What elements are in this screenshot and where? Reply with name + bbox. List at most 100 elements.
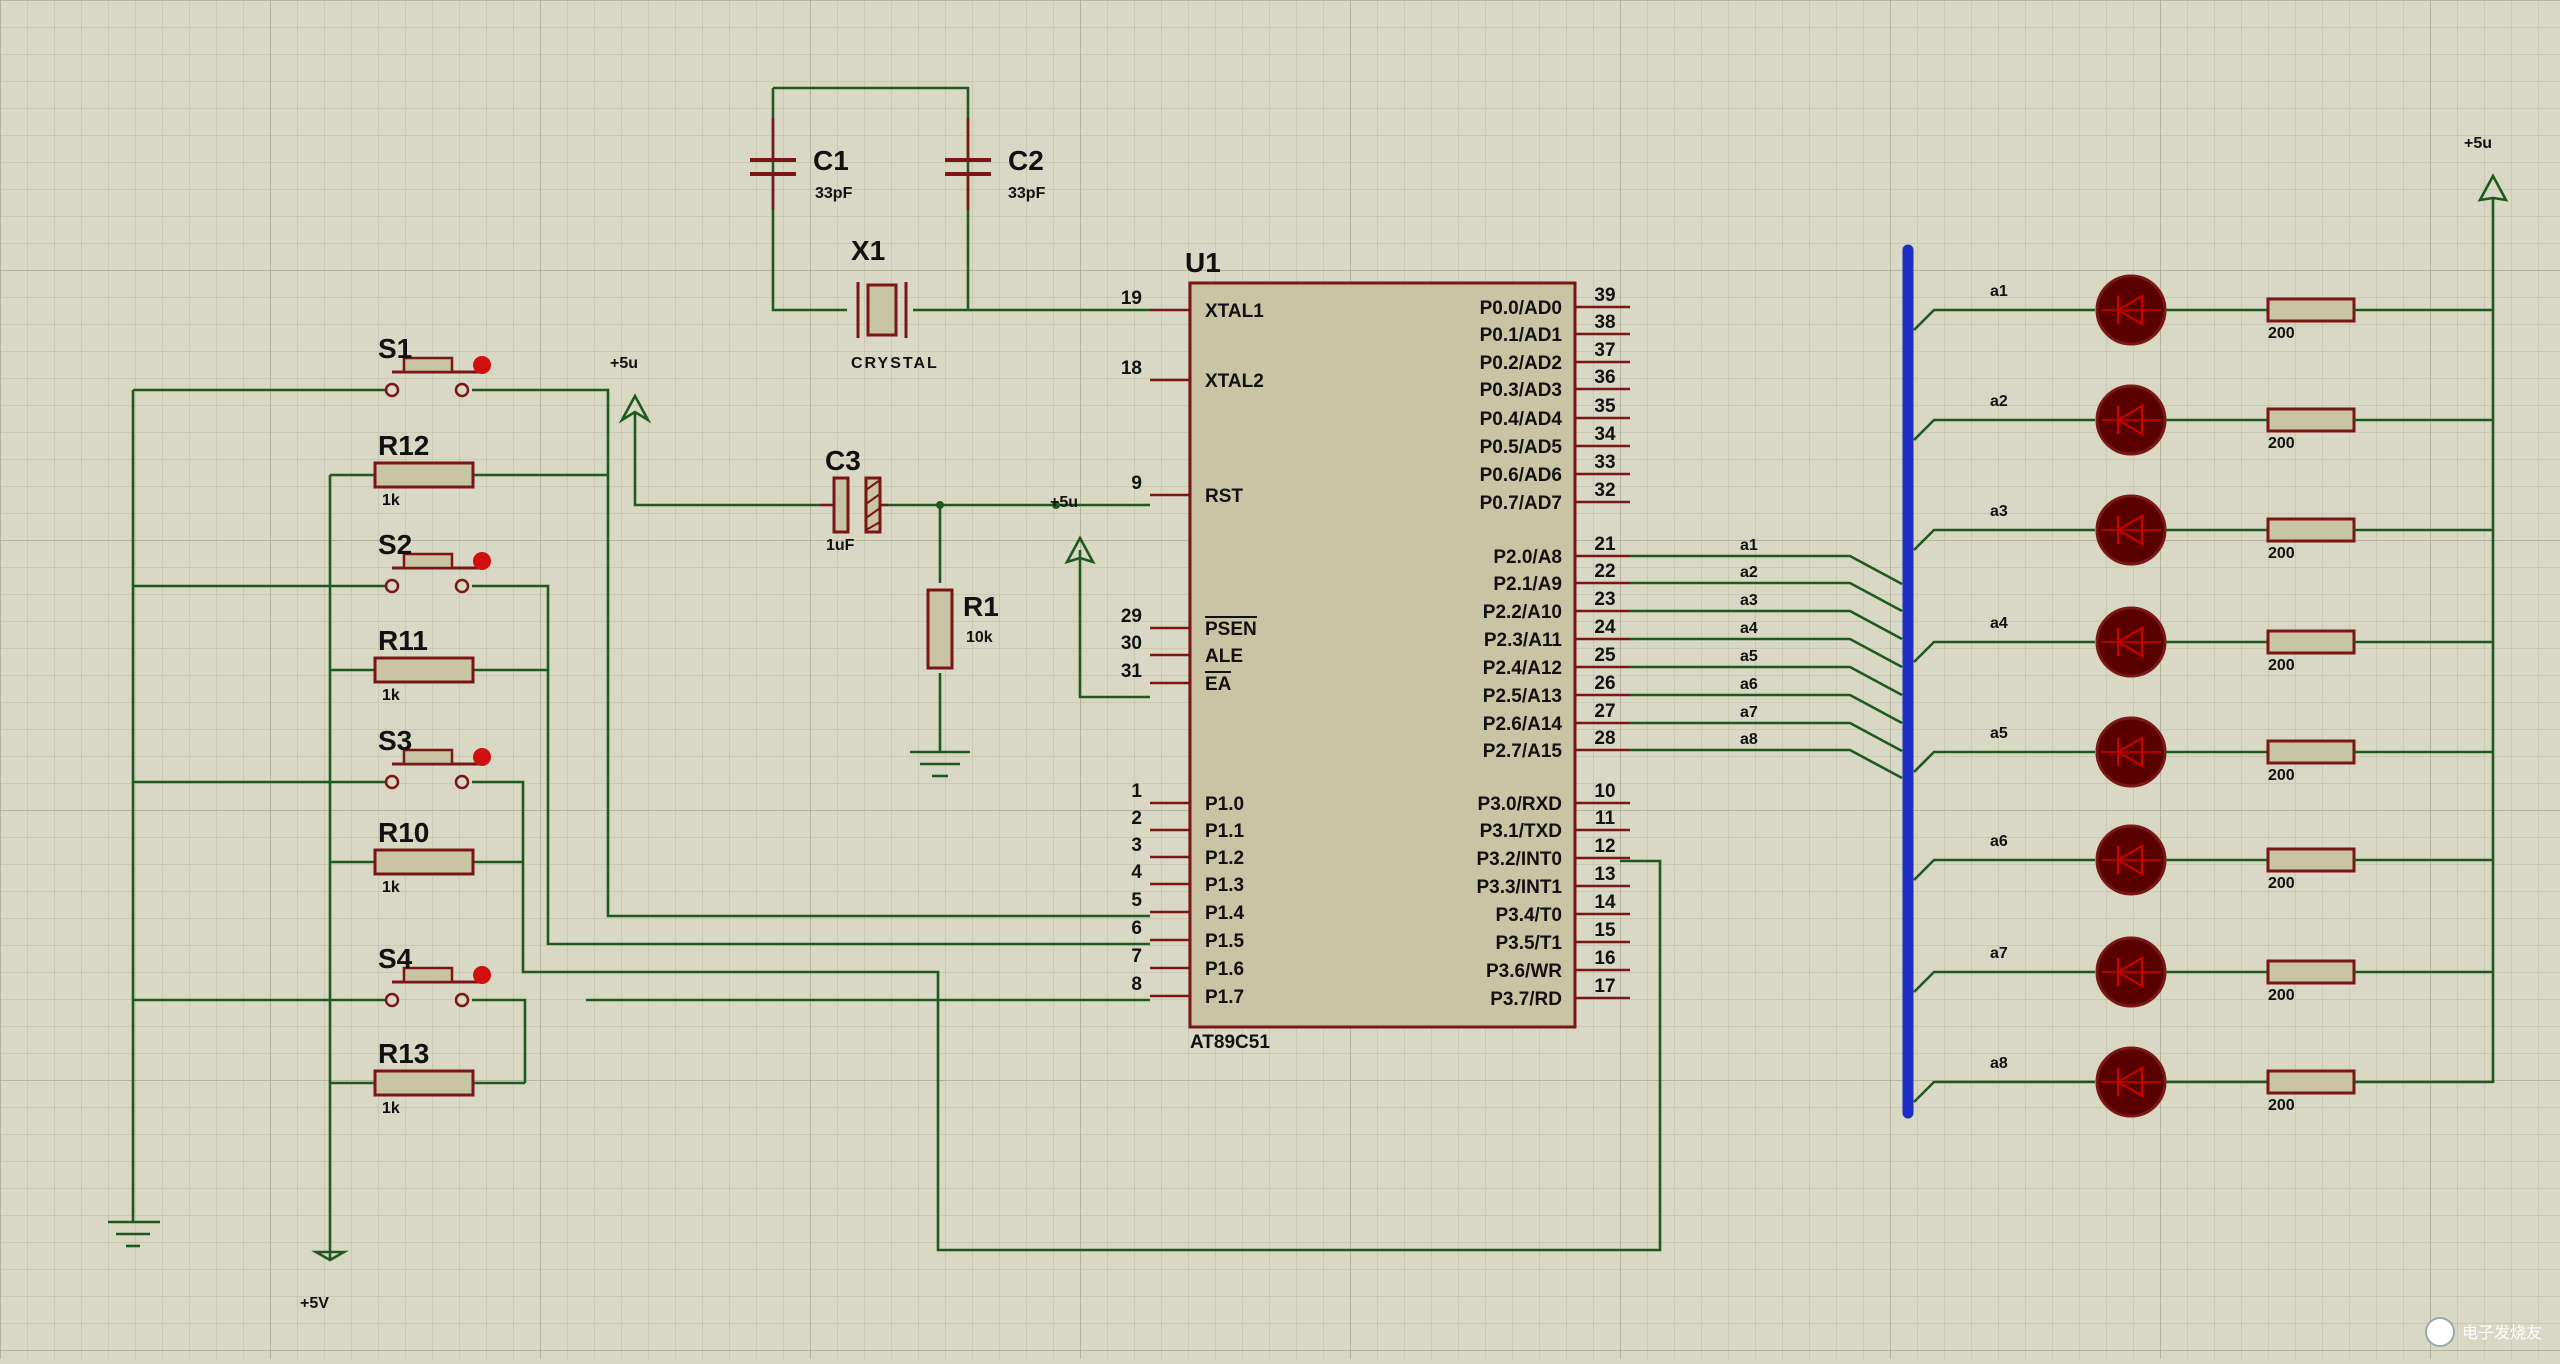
led-6[interactable]	[2095, 824, 2167, 896]
pin-name: P0.7/AD7	[1480, 493, 1562, 514]
led-resistor[interactable]	[2266, 1069, 2356, 1095]
pulldown-resistor[interactable]	[373, 1069, 475, 1097]
c1-ref: C1	[813, 145, 849, 176]
pin-name: P1.5	[1205, 931, 1245, 952]
pin-number: 28	[1594, 728, 1615, 749]
bus-entry-wire	[1630, 665, 1903, 697]
led-3[interactable]	[2095, 494, 2167, 566]
pin-name: P1.6	[1205, 959, 1244, 980]
pin-number: 1	[1131, 781, 1142, 802]
pulldown-resistor[interactable]	[373, 461, 475, 489]
chip-ref: U1	[1185, 247, 1221, 278]
pin-name: P1.1	[1205, 821, 1245, 842]
led-4[interactable]	[2095, 606, 2167, 678]
c2-value: 33pF	[1008, 185, 1046, 202]
switch-s4[interactable]	[384, 966, 491, 1008]
c1-value: 33pF	[815, 185, 853, 202]
switch-s1[interactable]	[384, 356, 491, 398]
led-5[interactable]	[2095, 716, 2167, 788]
pin-name: P3.7/RD	[1490, 989, 1562, 1010]
pin-name: P3.4/T0	[1495, 905, 1562, 926]
pin-number: 6	[1131, 918, 1142, 939]
resistor-r1[interactable]	[926, 588, 954, 670]
led-8[interactable]	[2095, 1046, 2167, 1118]
led-net-label: a5	[1990, 725, 2008, 742]
led-resistor-value: 200	[2268, 545, 2295, 562]
power-arrow-mid	[1064, 535, 1096, 565]
pulldown-resistor[interactable]	[373, 656, 475, 684]
led-resistor[interactable]	[2266, 959, 2356, 985]
switch-s2[interactable]	[384, 552, 491, 594]
capacitor-c1[interactable]	[750, 118, 796, 210]
led-resistor[interactable]	[2266, 407, 2356, 433]
led-2[interactable]	[2095, 384, 2167, 456]
pin-number: 32	[1594, 480, 1615, 501]
pin-number: 38	[1594, 312, 1615, 333]
pin-number: 31	[1121, 661, 1143, 682]
pin-number: 7	[1131, 946, 1142, 967]
pin-name: P3.2/INT0	[1476, 849, 1562, 870]
pin-number: 10	[1594, 781, 1615, 802]
pulldown-resistor[interactable]	[373, 848, 475, 876]
pin-name: RST	[1205, 486, 1243, 507]
pin-name: P2.1/A9	[1493, 574, 1562, 595]
bus-entry-wire	[1630, 748, 1903, 780]
led-1[interactable]	[2095, 274, 2167, 346]
mcu-body[interactable]	[1188, 281, 1577, 1029]
led-chain: a1a2a3a4a5a6a7a8a1200a2200a3200a4200a520…	[1630, 274, 2493, 1118]
switch-s3[interactable]	[384, 748, 491, 790]
led-7[interactable]	[2095, 936, 2167, 1008]
led-net-label: a1	[1990, 283, 2008, 300]
resistor-ref: R12	[378, 430, 429, 461]
pin-name: P2.0/A8	[1493, 547, 1562, 568]
led-resistor[interactable]	[2266, 847, 2356, 873]
pin-name: P1.0	[1205, 794, 1244, 815]
power-arrow-left	[618, 393, 652, 424]
r1-value: 10k	[966, 629, 993, 646]
pin-number: 33	[1594, 452, 1615, 473]
pin-name: PSEN	[1205, 619, 1257, 640]
pin-name: P0.5/AD5	[1480, 437, 1563, 458]
pin-name: P2.7/A15	[1483, 741, 1563, 762]
pin-name: P2.2/A10	[1483, 602, 1562, 623]
pin-number: 35	[1594, 396, 1616, 417]
pin-number: 11	[1595, 808, 1616, 829]
capacitor-c3[interactable]	[820, 476, 888, 534]
power-arrow-bottom	[311, 1250, 349, 1262]
led-resistor[interactable]	[2266, 739, 2356, 765]
led-resistor[interactable]	[2266, 517, 2356, 543]
pin-name: P1.3	[1205, 875, 1244, 896]
pin-number: 36	[1594, 367, 1615, 388]
pin-number: 9	[1131, 473, 1142, 494]
net-label: a1	[1740, 537, 1758, 554]
vcc-label-mid: +5u	[1050, 494, 1078, 511]
resistor-ref: R10	[378, 817, 429, 848]
pin-number: 23	[1594, 589, 1615, 610]
pin-name: P3.0/RXD	[1478, 794, 1562, 815]
bus-entry-wire	[1630, 609, 1903, 641]
bus-tap-wire	[1913, 640, 2095, 663]
watermark-text: 电子发烧友	[2462, 1324, 2542, 1342]
pin-number: 24	[1594, 617, 1616, 638]
x1-ref: X1	[851, 235, 885, 266]
bus-entry-wire	[1630, 581, 1903, 613]
pin-name: P1.2	[1205, 848, 1244, 869]
pin-number: 2	[1131, 808, 1142, 829]
pin-name: P0.0/AD0	[1480, 298, 1562, 319]
crystal-x1[interactable]	[856, 282, 908, 338]
c3-ref: C3	[825, 445, 861, 476]
led-resistor[interactable]	[2266, 297, 2356, 323]
switch-ref: S4	[378, 943, 413, 974]
pin-number: 25	[1594, 645, 1616, 666]
pin-name: P2.4/A12	[1483, 658, 1562, 679]
pin-number: 8	[1131, 974, 1142, 995]
resistor-ref: R13	[378, 1038, 429, 1069]
chip-part: AT89C51	[1190, 1032, 1270, 1053]
resistor-value: 1k	[382, 687, 400, 704]
capacitor-c2[interactable]	[945, 118, 991, 210]
led-net-label: a2	[1990, 393, 2008, 410]
led-resistor[interactable]	[2266, 629, 2356, 655]
pin-name: P1.4	[1205, 903, 1245, 924]
